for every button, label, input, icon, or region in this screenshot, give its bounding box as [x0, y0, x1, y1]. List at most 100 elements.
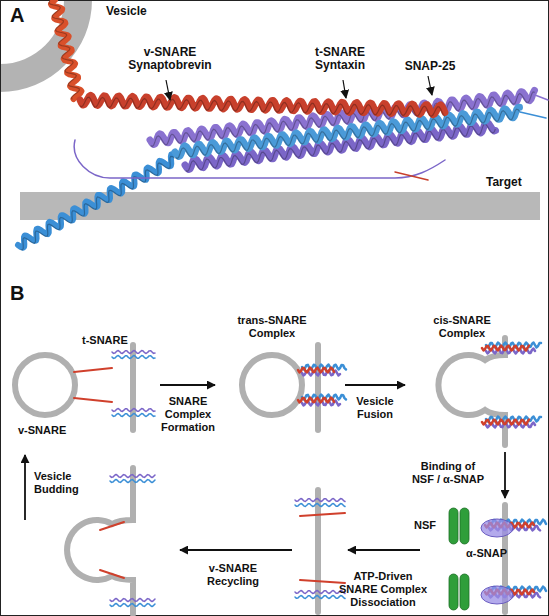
helix-ribbon — [482, 346, 529, 351]
helix-shade — [49, 1, 79, 99]
helix-ribbon — [150, 90, 534, 144]
target-membrane — [315, 490, 321, 612]
panel-letter: A — [10, 4, 24, 26]
target-membrane-band: Target — [20, 192, 540, 220]
v-snare-line — [74, 398, 112, 402]
helix-shade — [186, 124, 496, 171]
process-arrow — [345, 384, 405, 386]
helix-ribbon — [80, 95, 445, 114]
alpha-snap-blob — [481, 519, 513, 537]
helix-ribbon — [298, 368, 334, 373]
helix-ribbon — [295, 596, 345, 599]
vesicle-membrane — [15, 355, 75, 415]
protein-label: v-SNARE — [18, 424, 66, 437]
helix-ribbon — [18, 154, 173, 248]
helix-ribbon — [185, 122, 496, 169]
protein-label: t-SNARE — [82, 334, 128, 347]
helix-ribbon — [489, 520, 546, 525]
v-snare-line — [74, 368, 112, 372]
vesicle-membrane-band: Vesicle — [0, 0, 100, 100]
helix-ribbon — [489, 526, 540, 531]
helix-ribbon — [110, 599, 155, 602]
nsf-protein — [460, 508, 469, 544]
linker-loop — [520, 112, 546, 118]
helix-ribbon — [112, 351, 155, 354]
v-snare-line — [100, 570, 124, 578]
helix-ribbon — [489, 593, 540, 598]
helix-shade — [21, 156, 176, 250]
process-arrow — [504, 452, 506, 498]
process-arrow — [343, 80, 346, 98]
nsf-protein — [449, 508, 458, 544]
helix-shade — [80, 97, 445, 117]
helix-ribbon — [486, 343, 541, 348]
helix-ribbon — [110, 480, 155, 483]
protein-label: v-SNARE Synaptobrevin — [124, 46, 216, 72]
panel-letter: B — [10, 282, 24, 304]
target-membrane — [502, 505, 508, 612]
helix-ribbon — [485, 590, 534, 595]
process-arrow — [180, 549, 292, 551]
step-label: ATP-Driven SNARE Complex Dissociation — [336, 570, 430, 609]
vesicle-arc — [0, 0, 92, 92]
process-arrow — [166, 80, 170, 100]
step-label: Vesicle Fusion — [344, 395, 406, 421]
process-arrow — [24, 455, 26, 520]
helix-ribbon — [302, 365, 346, 370]
helix-ribbon — [110, 475, 155, 478]
process-arrow — [428, 76, 432, 95]
protein-label: α-SNAP — [466, 547, 507, 560]
v-snare-line — [300, 580, 345, 583]
target-membrane — [130, 345, 136, 430]
linker-loop — [74, 140, 445, 178]
budding-membrane — [67, 468, 133, 614]
step-label: v-SNARE Recycling — [198, 562, 268, 588]
protein-label: NSF — [414, 519, 436, 532]
alpha-snap-blob — [481, 586, 513, 604]
v-snare-line — [100, 522, 124, 530]
helix-ribbon — [112, 409, 155, 412]
helix-ribbon — [482, 420, 529, 425]
helix-ribbon — [302, 401, 340, 406]
helix-ribbon — [295, 591, 345, 594]
helix-ribbon — [295, 499, 345, 502]
helix-ribbon — [486, 417, 541, 422]
nsf-protein — [460, 574, 469, 610]
process-arrow — [348, 549, 420, 551]
protein-label: t-SNARE Syntaxin — [309, 46, 371, 72]
helix-ribbon — [298, 398, 334, 403]
linker-loop — [395, 172, 428, 180]
helix-shade — [176, 109, 520, 158]
process-arrow — [160, 384, 215, 386]
band-label: Target — [486, 175, 522, 189]
helix-ribbon — [295, 504, 345, 507]
helix-ribbon — [112, 414, 155, 417]
state-label: cis-SNARE Complex — [424, 314, 500, 340]
helix-shade — [151, 92, 535, 147]
helix-ribbon — [302, 395, 346, 400]
vesicle-membrane — [242, 355, 302, 415]
band-shape — [0, 0, 100, 100]
target-membrane — [315, 345, 321, 430]
v-snare-line — [300, 513, 345, 516]
band-label: Vesicle — [106, 4, 147, 18]
helix-ribbon — [485, 523, 534, 528]
helix-ribbon — [110, 604, 155, 607]
nsf-protein — [449, 574, 458, 610]
fused-membrane — [438, 338, 505, 445]
helix-ribbon — [489, 587, 546, 592]
step-label: Vesicle Budding — [34, 470, 94, 496]
linker-loop — [535, 95, 548, 100]
helix-ribbon — [302, 371, 340, 376]
helix-ribbon — [486, 423, 535, 428]
step-label: SNARE Complex Formation — [157, 395, 219, 434]
helix-ribbon — [486, 349, 535, 354]
step-label: Binding of NSF / α-SNAP — [410, 460, 486, 486]
protein-label: SNAP-25 — [400, 60, 460, 73]
helix-ribbon — [175, 107, 519, 156]
helix-ribbon — [112, 356, 155, 359]
